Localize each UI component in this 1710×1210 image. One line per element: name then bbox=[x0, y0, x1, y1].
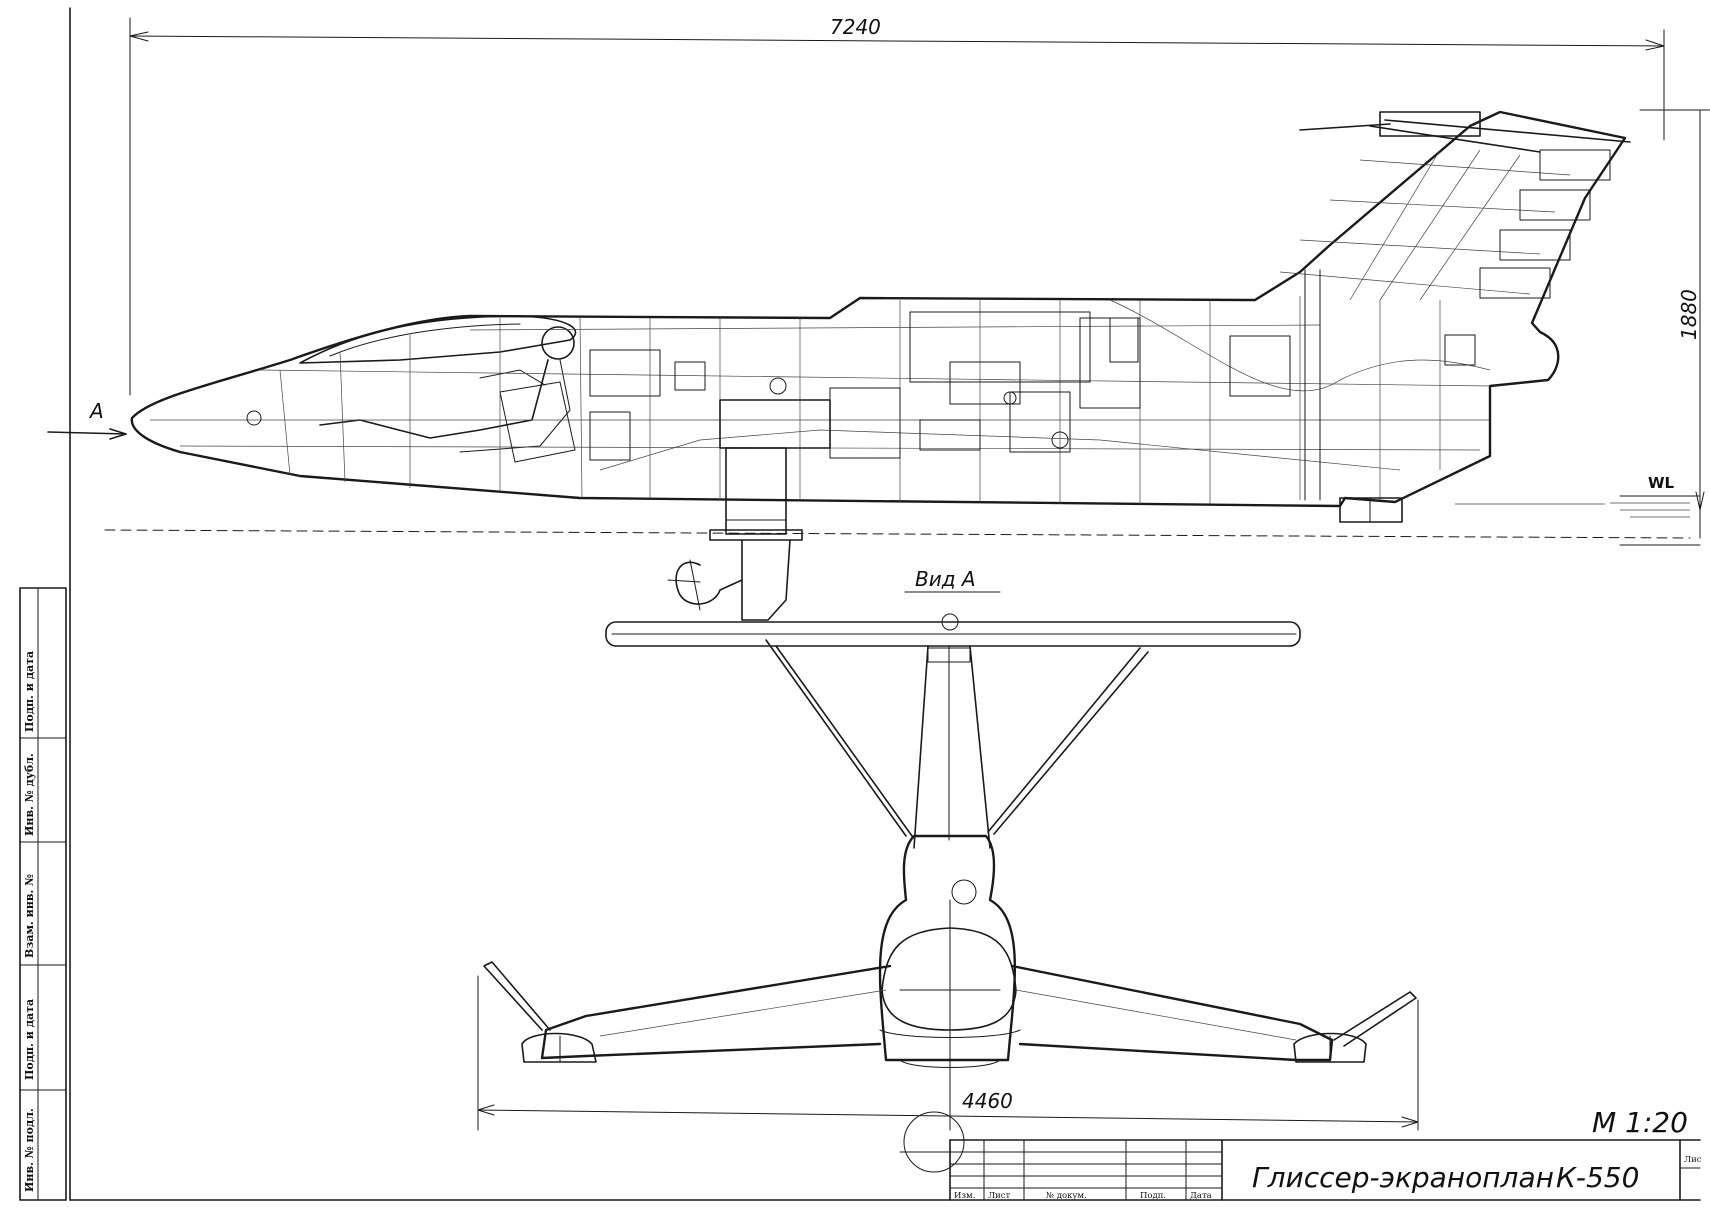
tb-col-data: Дата bbox=[1190, 1191, 1212, 1201]
view-arrow-a: A bbox=[47, 399, 127, 440]
cockpit-window bbox=[881, 927, 1017, 1031]
dimension-span-label: 4460 bbox=[962, 1089, 1013, 1113]
waterline-label: WL bbox=[1648, 474, 1675, 492]
dimension-height-label: 1880 bbox=[1677, 289, 1701, 340]
waterline: WL bbox=[104, 474, 1701, 546]
side-stamp: Инв. № подл. Подп. и дата Взам. инв. № И… bbox=[19, 587, 67, 1201]
wing-right bbox=[1010, 964, 1334, 1062]
equipment bbox=[246, 311, 1476, 461]
tail-fin bbox=[1279, 111, 1631, 501]
scale-label: М 1:20 bbox=[1592, 1106, 1688, 1139]
front-view bbox=[483, 613, 1417, 1197]
dimension-height: 1880 bbox=[1639, 109, 1710, 539]
float-left bbox=[483, 961, 597, 1063]
drawing-designation: К-550 bbox=[1556, 1161, 1639, 1194]
stamp-field-vzam-inv: Взам. инв. № bbox=[23, 874, 36, 958]
outboard-drive bbox=[667, 447, 803, 621]
tb-col-dokum: № докум. bbox=[1046, 1191, 1087, 1201]
wing-left bbox=[540, 964, 892, 1060]
sheet-frame bbox=[69, 7, 1701, 1201]
strut-left bbox=[765, 639, 913, 837]
tb-col-podp: Подп. bbox=[1140, 1191, 1166, 1201]
view-arrow-a-label: A bbox=[88, 399, 104, 423]
stamp-field-inv-podl: Инв. № подл. bbox=[23, 1108, 36, 1192]
dimension-span: 4460 bbox=[477, 975, 1419, 1131]
view-a-title: Вид А bbox=[904, 567, 1001, 593]
drawing-name: Глиссер-экраноплан bbox=[1252, 1161, 1554, 1194]
vertical-fin bbox=[913, 645, 991, 849]
view-a-title-label: Вид А bbox=[915, 567, 976, 591]
tb-col-list: Лист bbox=[988, 1191, 1011, 1201]
tb-col-izm: Изм. bbox=[954, 1191, 975, 1201]
tail-float bbox=[1339, 497, 1403, 523]
dimension-length-label: 7240 bbox=[830, 15, 881, 39]
stamp-field-podp-data-2: Подп. и дата bbox=[23, 651, 36, 732]
hull-outline bbox=[130, 110, 1627, 508]
side-view bbox=[130, 110, 1631, 621]
strut-right bbox=[987, 647, 1149, 835]
stamp-field-inv-dubl: Инв. № дубл. bbox=[23, 753, 36, 836]
dimension-length: 7240 bbox=[129, 15, 1665, 396]
canopy bbox=[299, 315, 577, 364]
stamp-field-podp-data-1: Подп. и дата bbox=[23, 999, 36, 1080]
sheet-label: Лис bbox=[1684, 1155, 1702, 1165]
title-block: Изм. Лист № докум. Подп. Дата Глиссер-эк… bbox=[949, 1139, 1702, 1201]
float-right bbox=[1293, 991, 1417, 1063]
horizontal-stabilizer bbox=[605, 621, 1301, 647]
fuselage-front bbox=[878, 834, 1016, 1062]
